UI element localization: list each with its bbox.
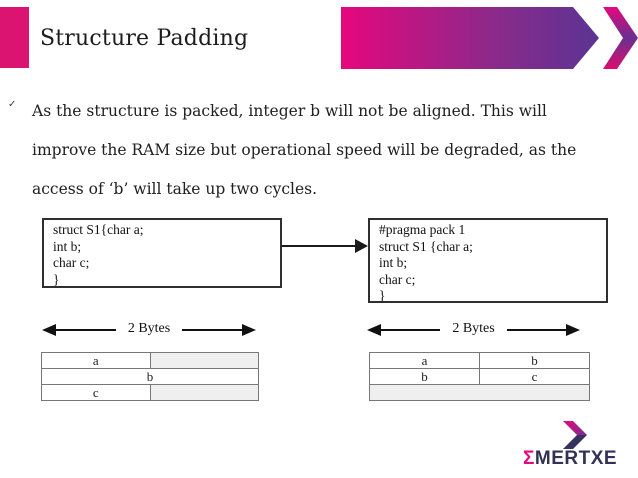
memory-table-unpacked: a b c xyxy=(41,352,259,401)
logo-name: MERTXE xyxy=(534,448,618,469)
code-line: int b; xyxy=(379,255,408,270)
bullet-line: access of ‘b’ will take up two cycles. xyxy=(32,180,318,198)
byte-arrow-right-label: 2 Bytes xyxy=(452,321,495,336)
arrow-line xyxy=(506,329,567,331)
table-row: a xyxy=(41,352,259,369)
code-line: struct S1{char a; xyxy=(53,222,144,237)
code-line: int b; xyxy=(53,238,82,254)
arrowhead-right-icon xyxy=(566,324,581,336)
mem-cell-padding xyxy=(369,384,590,401)
code-line: struct S1 {char a; xyxy=(379,238,473,254)
logo-wordmark: ΣMERTXE xyxy=(523,448,617,470)
mem-cell: b xyxy=(369,368,480,385)
header-banner-chevron-icon xyxy=(603,7,638,69)
mem-cell: b xyxy=(41,368,259,385)
arrow-line xyxy=(182,329,243,331)
table-row: a b xyxy=(369,352,590,369)
mem-cell-padding xyxy=(149,384,259,401)
byte-arrow-right: 2 Bytes xyxy=(367,321,581,337)
code-box-unpacked: struct S1{char a; int b; char c; } xyxy=(42,218,282,288)
bullet-check-icon: ✓ xyxy=(8,99,17,110)
logo-sigma: Σ xyxy=(523,448,535,469)
code-line: char c; xyxy=(379,271,416,287)
code-line: } xyxy=(53,271,60,287)
title-accent-bar xyxy=(0,7,29,68)
arrowhead-left-icon xyxy=(367,324,381,336)
page-title: Structure Padding xyxy=(40,26,249,51)
code-line: char c; xyxy=(53,255,90,270)
arrowhead-left-icon xyxy=(42,324,56,336)
mem-cell: a xyxy=(41,352,151,369)
arrow-line xyxy=(56,329,116,331)
mem-cell: c xyxy=(479,368,590,385)
byte-arrow-left-label: 2 Bytes xyxy=(127,321,171,336)
bullet-line: As the structure is packed, integer b wi… xyxy=(32,102,547,120)
mem-cell: b xyxy=(479,352,590,369)
memory-table-packed: a b b c xyxy=(369,352,590,401)
mem-cell: c xyxy=(41,384,151,401)
connector-arrow-line xyxy=(282,245,358,247)
table-row xyxy=(369,384,590,401)
header-banner-arrow xyxy=(341,7,599,69)
mem-cell: a xyxy=(369,352,480,369)
arrow-line xyxy=(381,329,441,331)
arrowhead-right-icon xyxy=(242,324,257,336)
code-line: #pragma pack 1 xyxy=(379,222,466,237)
table-row: b xyxy=(41,368,259,385)
bullet-paragraph: As the structure is packed, integer b wi… xyxy=(32,92,576,209)
bullet-line: improve the RAM size but operational spe… xyxy=(32,141,577,159)
byte-arrow-left: 2 Bytes xyxy=(42,321,257,337)
table-row: b c xyxy=(369,368,590,385)
code-line: } xyxy=(379,288,386,303)
table-row: c xyxy=(41,384,259,401)
mem-cell-padding xyxy=(149,352,259,369)
connector-arrowhead-icon xyxy=(355,239,368,253)
logo-chevron-icon xyxy=(563,421,587,449)
code-box-packed: #pragma pack 1 struct S1 {char a; int b;… xyxy=(368,218,608,303)
